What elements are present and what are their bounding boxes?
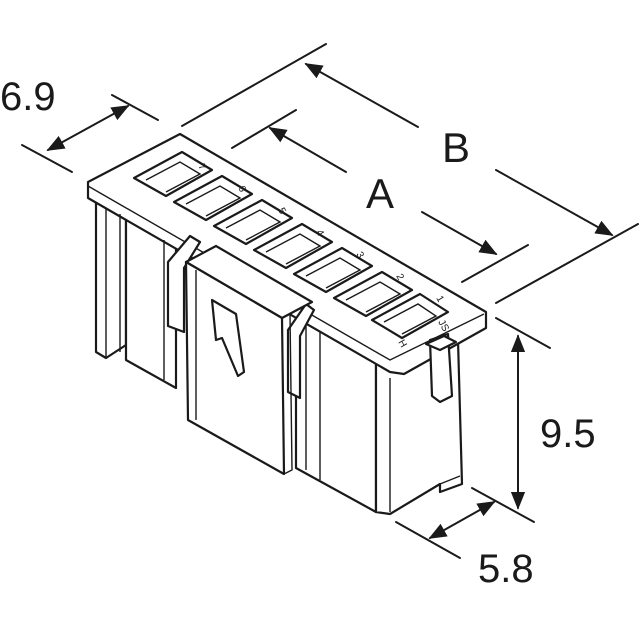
- cavity-7: [132, 150, 214, 198]
- end-label-h: H: [395, 338, 408, 350]
- dim-5-8-ext-1: [395, 521, 461, 559]
- dim-6-9-line: [46, 105, 130, 151]
- label-a: A: [366, 170, 394, 217]
- pin-label-1: 1: [433, 294, 446, 305]
- cavity-1: [370, 292, 450, 340]
- cavity-2-inner: [345, 281, 402, 313]
- dim-b-ext-1: [181, 43, 327, 127]
- right-post: [428, 332, 454, 404]
- label-9-5: 9.5: [540, 412, 596, 456]
- cavity-5: [212, 198, 294, 246]
- dim-a-ext-1: [231, 109, 297, 149]
- cavity-3-inner: [305, 257, 362, 289]
- dim-9-5-ext-2: [471, 487, 535, 523]
- label-6-9: 6.9: [0, 75, 56, 119]
- latch-arm-left: [166, 234, 202, 334]
- cavity-4-inner: [265, 233, 322, 265]
- label-b: B: [442, 124, 470, 171]
- cavity-1-inner: [383, 303, 438, 335]
- cavity-7-inner: [145, 161, 202, 193]
- pin-label-4: 4: [313, 228, 326, 239]
- dim-a-line-1: [268, 127, 347, 173]
- pin-label-6: 6: [235, 184, 248, 195]
- end-label-js: JS: [435, 318, 451, 334]
- pin-label-2: 2: [393, 272, 406, 283]
- pin-label-3: 3: [353, 250, 366, 261]
- pin-label-5: 5: [275, 206, 288, 217]
- dim-6-9-ext-2: [111, 94, 159, 121]
- latch-side-edge: [281, 312, 293, 475]
- dim-6-9-ext-1: [21, 144, 73, 173]
- dim-b-ext-2: [495, 223, 639, 304]
- left-end-wall: [94, 196, 128, 360]
- cavity-3: [292, 246, 374, 294]
- cavity-2: [332, 270, 414, 318]
- cavity-5-inner: [225, 209, 282, 241]
- pin-label-7: 7: [195, 162, 208, 173]
- dim-9-5-ext-1: [495, 317, 551, 349]
- pin-cavities: [132, 150, 450, 340]
- cavity-6: [172, 174, 254, 222]
- right-post-cap: [424, 334, 458, 352]
- cavity-6-inner: [185, 185, 242, 217]
- dim-b-line-1: [304, 63, 419, 128]
- housing-right-notch: [439, 475, 461, 485]
- dim-b-line-2: [495, 169, 614, 236]
- pin-labels: 7 6 5 4 3 2 1 JS H: [195, 162, 451, 350]
- dim-5-8-line: [428, 501, 496, 539]
- dim-a-line-2: [421, 211, 498, 255]
- cavity-4: [252, 222, 334, 270]
- latch-slot: [210, 298, 246, 378]
- label-5-8: 5.8: [478, 547, 534, 591]
- dim-a-ext-2: [461, 244, 529, 283]
